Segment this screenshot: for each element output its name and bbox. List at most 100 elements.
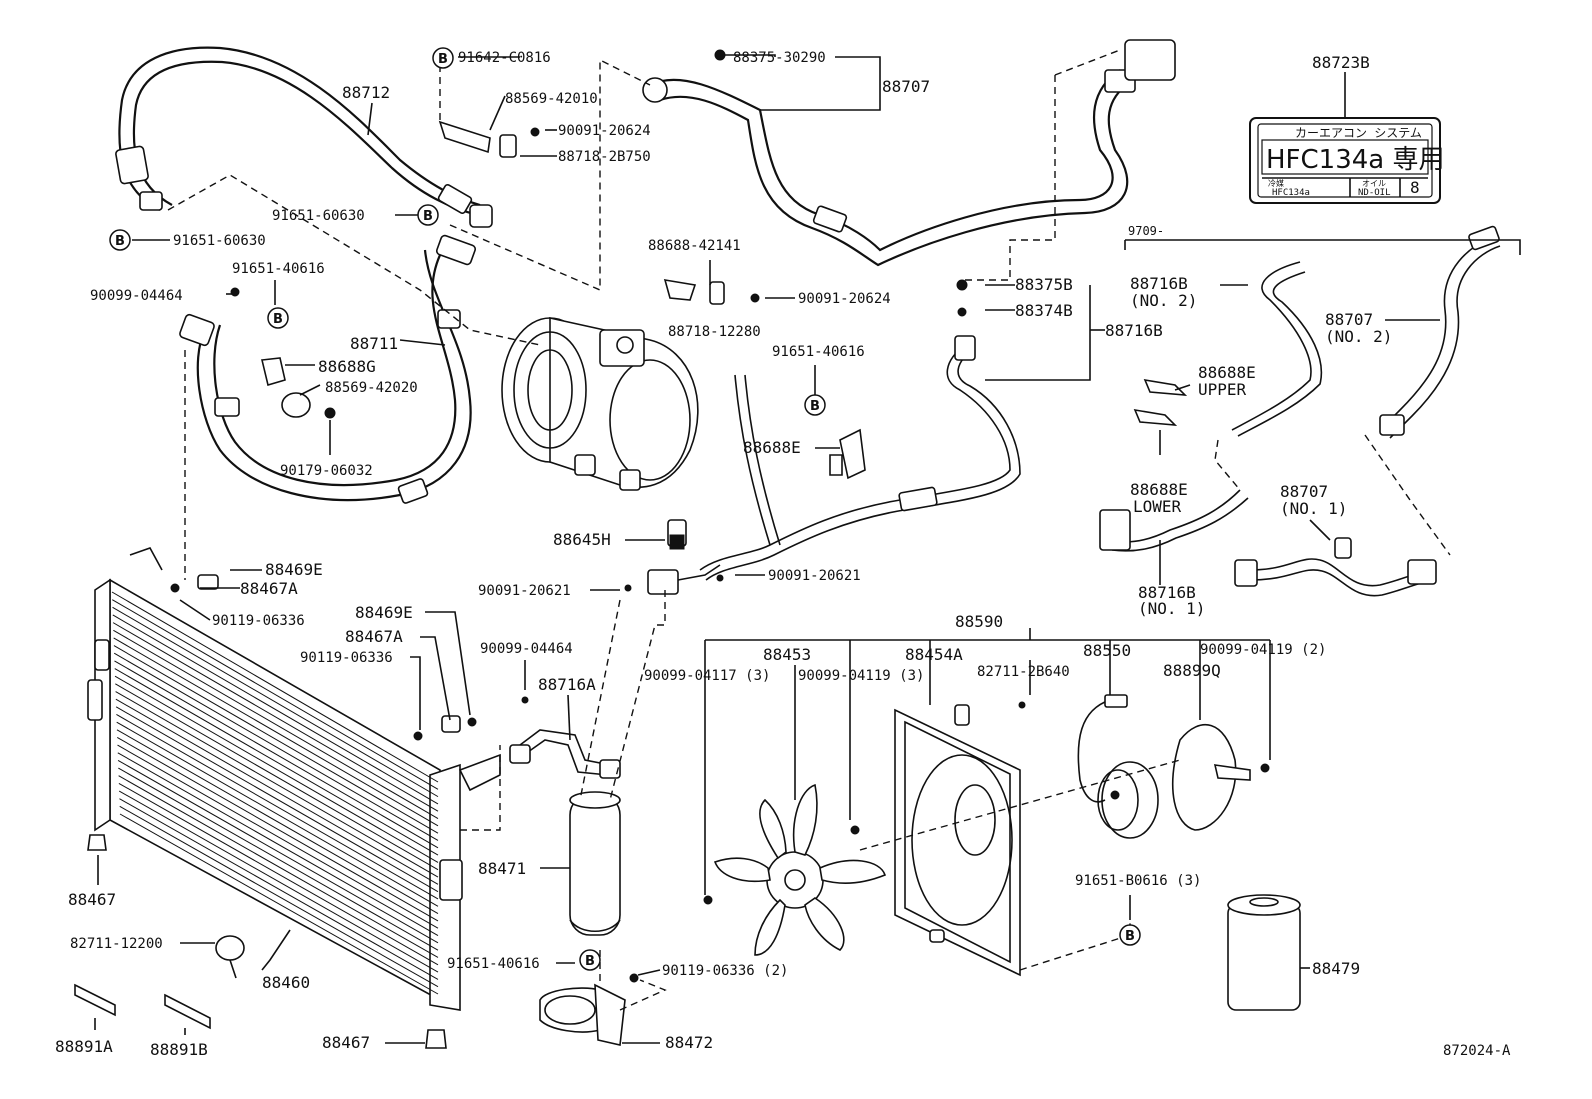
label-91651-40616-c: 91651-40616 — [447, 956, 540, 972]
condenser — [87, 547, 501, 1011]
label-88688E: 88688E — [743, 438, 801, 457]
label-88688G: 88688G — [318, 357, 376, 376]
condenser-fin — [112, 599, 439, 790]
condenser-fin — [117, 752, 439, 936]
label-91651-60630-a: 91651-60630 — [173, 233, 266, 249]
label-91651-B0616: 91651-B0616 (3) — [1075, 873, 1201, 889]
label-88707-no2: 88707 — [1325, 310, 1373, 329]
b-markers: B B B B B B B — [109, 47, 1141, 971]
label-88454A: 88454A — [905, 645, 963, 664]
pipe-88707 — [642, 39, 1176, 267]
condenser-fin — [113, 637, 439, 827]
label-88471: 88471 — [478, 859, 526, 878]
condenser-fin — [118, 767, 439, 951]
condenser-fins — [111, 591, 439, 995]
label-no2-b: (NO. 2) — [1325, 327, 1392, 346]
bolts — [170, 49, 1270, 983]
condenser-fin — [119, 813, 439, 995]
svg-text:ND-OIL: ND-OIL — [1358, 188, 1391, 198]
condenser-fin — [115, 683, 439, 871]
label-88707: 88707 — [882, 77, 930, 96]
condenser-fin — [114, 660, 439, 849]
condenser-fin — [115, 706, 439, 893]
condenser-fin — [118, 782, 439, 966]
b-marker-1: B — [432, 47, 454, 69]
label-88716B-no1: 88716B — [1138, 583, 1196, 602]
label-90099-04117: 90099-04117 (3) — [644, 668, 770, 684]
clip-88688E — [829, 428, 866, 480]
compressor — [501, 317, 699, 491]
bracket-88472 — [539, 983, 626, 1046]
pipe-variant-9709 — [1099, 225, 1501, 597]
b-marker-4: B — [267, 307, 289, 329]
grommet-88467 — [87, 834, 447, 1049]
condenser-fin — [113, 629, 439, 819]
label-88460: 88460 — [262, 973, 310, 992]
label-88375-30290: 88375-30290 — [733, 50, 826, 66]
receiver-drier — [509, 729, 621, 936]
condenser-fin — [116, 714, 439, 900]
clamp-82711-12200 — [215, 935, 245, 979]
label-90119-06336-a: 90119-06336 — [212, 613, 305, 629]
label-90099-04119-b: 90099-04119 (2) — [1200, 642, 1326, 658]
label-88472: 88472 — [665, 1033, 713, 1052]
label-88467-b: 88467 — [322, 1033, 370, 1052]
condenser-fin — [114, 668, 439, 856]
label-82711-2B640: 82711-2B640 — [977, 664, 1070, 680]
label-90179-06032: 90179-06032 — [280, 463, 373, 479]
label-90099-04464-a: 90099-04464 — [90, 288, 183, 304]
condenser-fin — [119, 798, 439, 980]
dashed-leaders — [167, 49, 1451, 1011]
label-88723B: 88723B — [1312, 53, 1370, 72]
label-91642-C0816: 91642-C0816 — [458, 50, 551, 66]
label-82711-12200: 82711-12200 — [70, 936, 163, 952]
label-88467A-b: 88467A — [345, 627, 403, 646]
svg-text:B: B — [423, 209, 433, 224]
label-88711: 88711 — [350, 334, 398, 353]
condenser-fin — [113, 645, 439, 834]
label-88891B: 88891B — [150, 1040, 208, 1059]
svg-text:B: B — [1125, 929, 1135, 944]
fan-motor-88550 — [1077, 694, 1159, 839]
clip-88688E-upper-lower — [1133, 378, 1188, 426]
condenser-fin — [111, 591, 439, 783]
condenser-fin — [115, 698, 439, 885]
label-88688E-upper: 88688E — [1198, 363, 1256, 382]
label-872024-A: 872024-A — [1443, 1043, 1511, 1059]
svg-text:HFC134a: HFC134a — [1272, 188, 1310, 198]
svg-text:B: B — [438, 52, 448, 67]
svg-text:冷媒: 冷媒 — [1268, 178, 1284, 188]
leader-lines — [94, 54, 1521, 1044]
label-88645H: 88645H — [553, 530, 611, 549]
label-90091-20624-a: 90091-20624 — [558, 123, 651, 139]
b-marker-5: B — [804, 394, 826, 416]
label-90091-20621-b: 90091-20621 — [768, 568, 861, 584]
label-88569-42020: 88569-42020 — [325, 380, 418, 396]
label-88550: 88550 — [1083, 641, 1131, 660]
label-91651-40616-a: 91651-40616 — [232, 261, 325, 277]
label-88688E-lower: 88688E — [1130, 480, 1188, 499]
condenser-fin — [118, 790, 439, 973]
svg-text:8: 8 — [1410, 178, 1420, 197]
label-88716B-no2: 88716B — [1130, 274, 1188, 293]
decal-main-text: HFC134a 専用 — [1266, 145, 1444, 175]
part-labels: 88712 91642-C0816 88569-42010 90091-2062… — [55, 50, 1511, 1059]
strip-88891A — [74, 983, 116, 1017]
label-88688-42141: 88688-42141 — [648, 238, 741, 254]
label-90099-04464-b: 90099-04464 — [480, 641, 573, 657]
label-no2-a: (NO. 2) — [1130, 291, 1197, 310]
label-no1-b: (NO. 1) — [1138, 599, 1205, 618]
condenser-fin — [117, 744, 439, 929]
svg-text:B: B — [115, 234, 125, 249]
b-marker-6: B — [1119, 924, 1141, 946]
label-90119-06336-b: 90119-06336 — [300, 650, 393, 666]
label-90091-20624-b: 90091-20624 — [798, 291, 891, 307]
clip-88688G — [261, 357, 311, 418]
condenser-fin — [112, 622, 439, 812]
svg-text:B: B — [585, 954, 595, 969]
pipe-88716B — [699, 335, 1021, 581]
label-88453: 88453 — [763, 645, 811, 664]
label-88716B: 88716B — [1105, 321, 1163, 340]
decal-top-text: カーエアコン システム — [1295, 126, 1422, 140]
